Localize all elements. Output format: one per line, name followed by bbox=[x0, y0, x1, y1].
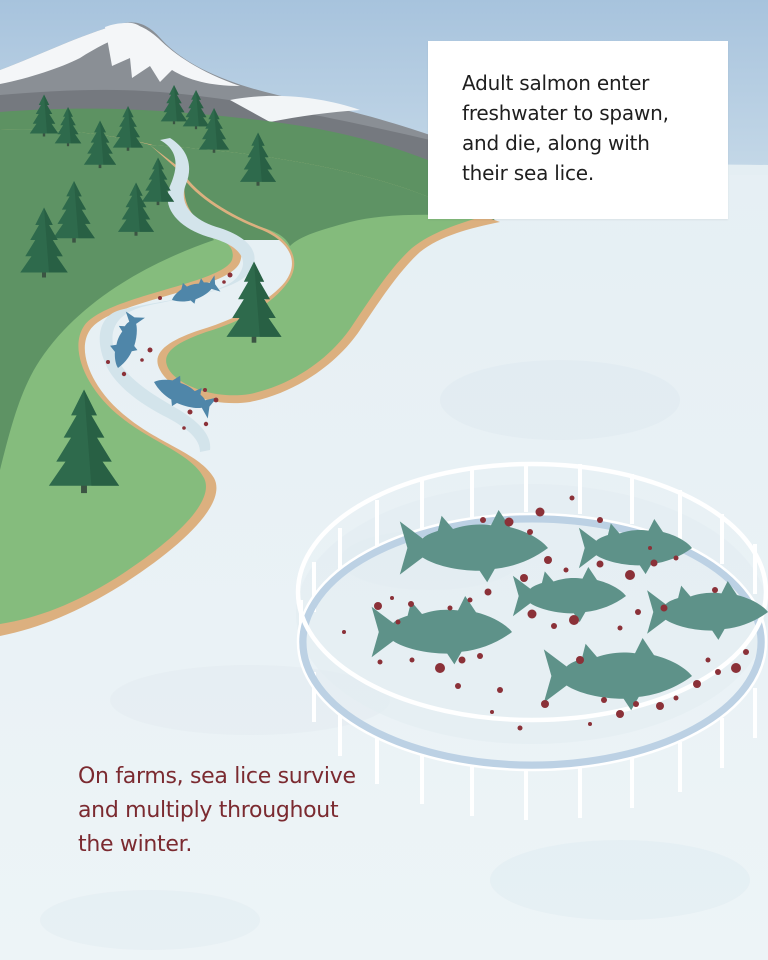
farm-caption: On farms, sea lice survive and multiply … bbox=[78, 764, 356, 857]
spawning-caption: Adult salmon enter freshwater to spawn, … bbox=[462, 71, 669, 185]
net-pen-lower-ring bbox=[297, 513, 767, 771]
river-sea-lice bbox=[106, 272, 233, 430]
river bbox=[99, 138, 255, 452]
spawning-caption-box: Adult salmon enter freshwater to spawn, … bbox=[428, 41, 728, 219]
net-pen-top-rail bbox=[295, 461, 768, 723]
farm-sea-lice bbox=[342, 495, 749, 731]
hillside-west-shade bbox=[0, 129, 214, 470]
hillside-east-shade bbox=[150, 145, 484, 246]
net-pen-posts bbox=[299, 462, 757, 820]
